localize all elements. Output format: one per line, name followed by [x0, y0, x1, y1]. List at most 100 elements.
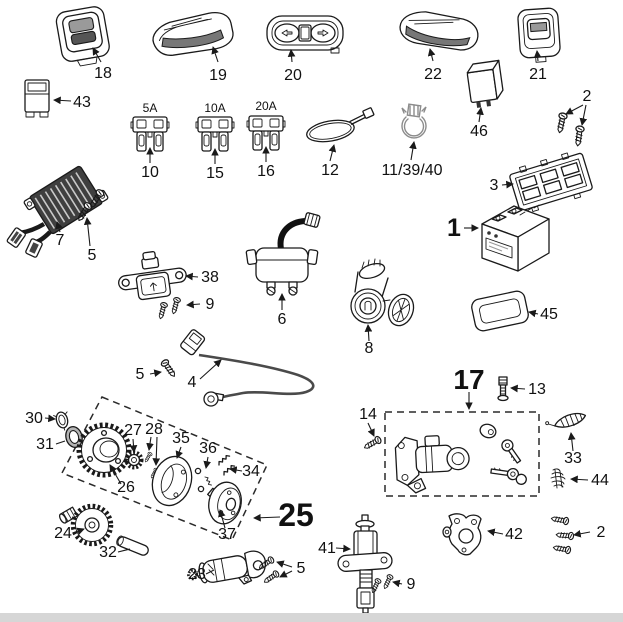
callout-12: 12 [321, 162, 339, 179]
part-9-screws-mid [156, 296, 182, 321]
callout-5-mid: 5 [88, 247, 97, 264]
callout-18: 18 [94, 65, 112, 82]
callout-23: 23 [188, 566, 206, 583]
callout-38: 38 [201, 269, 219, 286]
callout-4: 4 [188, 374, 197, 391]
callout-19: 19 [209, 67, 227, 84]
part-8-power-socket [350, 258, 415, 327]
callout-5-cable: 5 [136, 366, 145, 383]
callout-16: 16 [257, 163, 275, 180]
callout-36: 36 [199, 440, 217, 457]
part-15-fuse-10a [195, 116, 235, 152]
callout-10: 10 [141, 164, 159, 181]
part-46-relay [466, 59, 504, 108]
up-arrow-icon [149, 282, 157, 292]
callout-9-mid: 9 [206, 296, 215, 313]
part-2-screws-right [550, 514, 575, 555]
callout-43: 43 [73, 94, 91, 111]
part-32-pin [116, 535, 149, 556]
callout-46: 46 [470, 123, 488, 140]
arrow-right-icon [317, 29, 329, 37]
part-19-switch-unit [152, 12, 234, 56]
part-41-sensor [337, 514, 393, 614]
part-23-starter-motor [187, 550, 267, 585]
callout-15: 15 [206, 165, 224, 182]
callout-27: 27 [124, 422, 142, 439]
page-bottom-edge [0, 613, 623, 622]
part-18-rocker-switch [55, 6, 110, 67]
callout-20: 20 [284, 67, 302, 84]
callout-22: 22 [424, 66, 442, 83]
fuse-rating-20a: 20A [255, 99, 276, 113]
part-26-sprocket [76, 422, 132, 478]
part-27-pinion-gear [124, 450, 144, 470]
callout-3: 3 [490, 177, 499, 194]
part-13-bolt [497, 376, 509, 402]
callout-44: 44 [591, 472, 609, 489]
callout-14: 14 [359, 406, 377, 423]
part-33-contact [545, 412, 587, 428]
callout-8: 8 [365, 340, 374, 357]
part-14-screw [361, 434, 383, 452]
callout-45: 45 [540, 306, 558, 323]
part-12-cable-tie [306, 107, 375, 143]
callout-32: 32 [99, 544, 117, 561]
callout-34: 34 [242, 463, 260, 480]
part-4-ground-cable [180, 329, 315, 407]
part-21-rocker-switch [517, 7, 561, 63]
part-45-battery-cover [471, 290, 529, 332]
part-22-switch-unit [399, 11, 479, 51]
fuse-rating-5a: 5A [143, 101, 158, 115]
fuse-rating-10a: 10A [204, 101, 225, 115]
callout-2-top: 2 [583, 88, 592, 105]
part-44-emblem-clip [550, 468, 566, 489]
part-1-battery [481, 204, 550, 272]
part-2-screws-top [554, 111, 586, 148]
callout-28: 28 [145, 421, 163, 438]
callout-37: 37 [218, 526, 236, 543]
callout-41: 41 [318, 540, 336, 557]
part-3-fuse-holder [509, 152, 593, 213]
callout-labels: 18 19 20 22 21 43 5A 10A 20A 10 15 16 12… [25, 65, 609, 593]
part-38-tilt-sensor [118, 251, 187, 301]
callout-13: 13 [528, 381, 546, 398]
part-6-starter-relay [245, 212, 321, 296]
callout-21: 21 [529, 66, 547, 83]
callout-5-bottom: 5 [297, 560, 306, 577]
callout-6: 6 [278, 311, 287, 328]
part-11-39-40-clamp [401, 103, 427, 139]
part-42-bracket [442, 513, 482, 556]
part-31-seal [65, 425, 83, 449]
part-34-springs [218, 454, 236, 476]
part-43-control-unit [24, 79, 50, 118]
arrow-left-icon [281, 29, 293, 37]
key-icon [490, 467, 527, 485]
callout-11-39-40: 11/39/40 [381, 162, 442, 179]
part-5-screw-cable [159, 357, 179, 380]
callout-1: 1 [447, 214, 461, 242]
group-25-starter-drive [53, 396, 269, 541]
callout-25: 25 [278, 497, 314, 533]
callout-31: 31 [36, 436, 54, 453]
callout-9-bottom: 9 [407, 576, 416, 593]
part-16-fuse-20a [246, 115, 286, 151]
part-37-rotor [208, 481, 242, 525]
callout-26: 26 [117, 479, 135, 496]
part-20-toggle-switch [266, 15, 344, 54]
callout-7: 7 [56, 232, 65, 249]
part-35-drum [151, 455, 193, 507]
callout-2-right: 2 [597, 524, 606, 541]
callout-33: 33 [564, 450, 582, 467]
callout-24: 24 [54, 525, 72, 542]
group-17-ignition-lock [361, 376, 540, 497]
callout-30: 30 [25, 410, 43, 427]
part-24-idle-gear [58, 503, 114, 547]
leader-lines [44, 46, 591, 588]
callout-17: 17 [453, 364, 484, 395]
callout-42: 42 [505, 526, 523, 543]
key-icon [501, 439, 522, 464]
group-17-dashed-box [384, 411, 540, 497]
callout-35: 35 [172, 430, 190, 447]
